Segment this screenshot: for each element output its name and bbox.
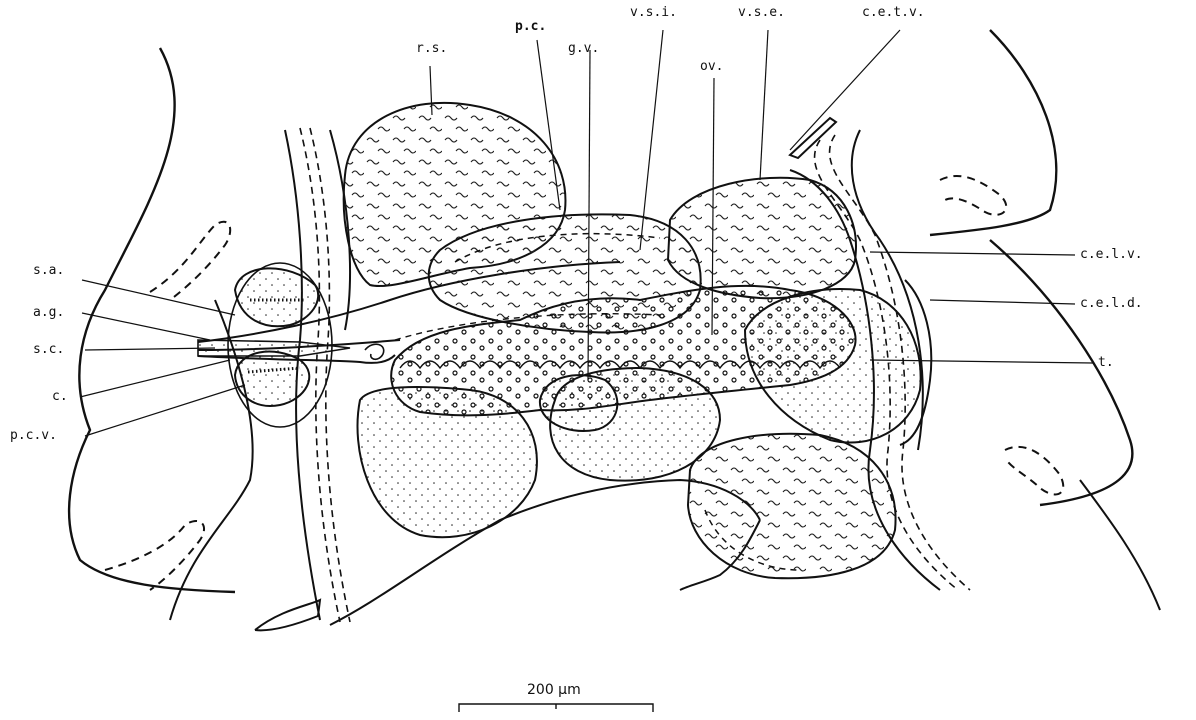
label-t: t. (1098, 356, 1114, 369)
dashed-pouch-left-top (150, 222, 230, 300)
label-ov: ov. (700, 60, 723, 73)
label-sc: s.c. (33, 343, 64, 356)
label-cetv: c.e.t.v. (862, 6, 925, 19)
body-outline-right-tail (1080, 480, 1160, 610)
leader-vsi (640, 30, 663, 250)
leader-celv (870, 252, 1075, 255)
scale-bar (459, 704, 653, 712)
leader-cetv (790, 30, 900, 150)
left-foot (255, 600, 320, 630)
leader-pcv (85, 385, 245, 436)
leader-ag (82, 313, 210, 340)
germ-vesicle (540, 375, 617, 431)
leader-sa (82, 280, 235, 315)
label-gv: g.v. (568, 42, 599, 55)
body-outline-right (930, 30, 1056, 235)
dashed-pouch-right-bottom (1005, 447, 1063, 495)
coiled-duct (365, 344, 384, 359)
label-pc: p.c. (515, 20, 546, 33)
vesicula-seminalis-externa (668, 178, 856, 298)
label-celd: c.e.l.d. (1080, 297, 1143, 310)
label-ag: a.g. (33, 306, 64, 319)
leader-c (80, 360, 230, 397)
label-vsi: v.s.i. (630, 6, 677, 19)
sucker-upper (235, 268, 318, 326)
label-pcv: p.c.v. (10, 429, 57, 442)
leader-sc (85, 348, 215, 350)
label-rs: r.s. (416, 42, 447, 55)
label-celv: c.e.l.v. (1080, 248, 1143, 261)
lower-wavy-lobe (688, 434, 896, 578)
dashed-pouch-right-top (940, 176, 1006, 215)
leader-celd (930, 300, 1075, 304)
body-outline-left (69, 48, 235, 592)
label-sa: s.a. (33, 264, 64, 277)
label-vse: v.s.e. (738, 6, 785, 19)
leader-vse (760, 30, 768, 180)
scale-bar-label: 200 μm (527, 683, 581, 697)
label-c: c. (52, 390, 68, 403)
